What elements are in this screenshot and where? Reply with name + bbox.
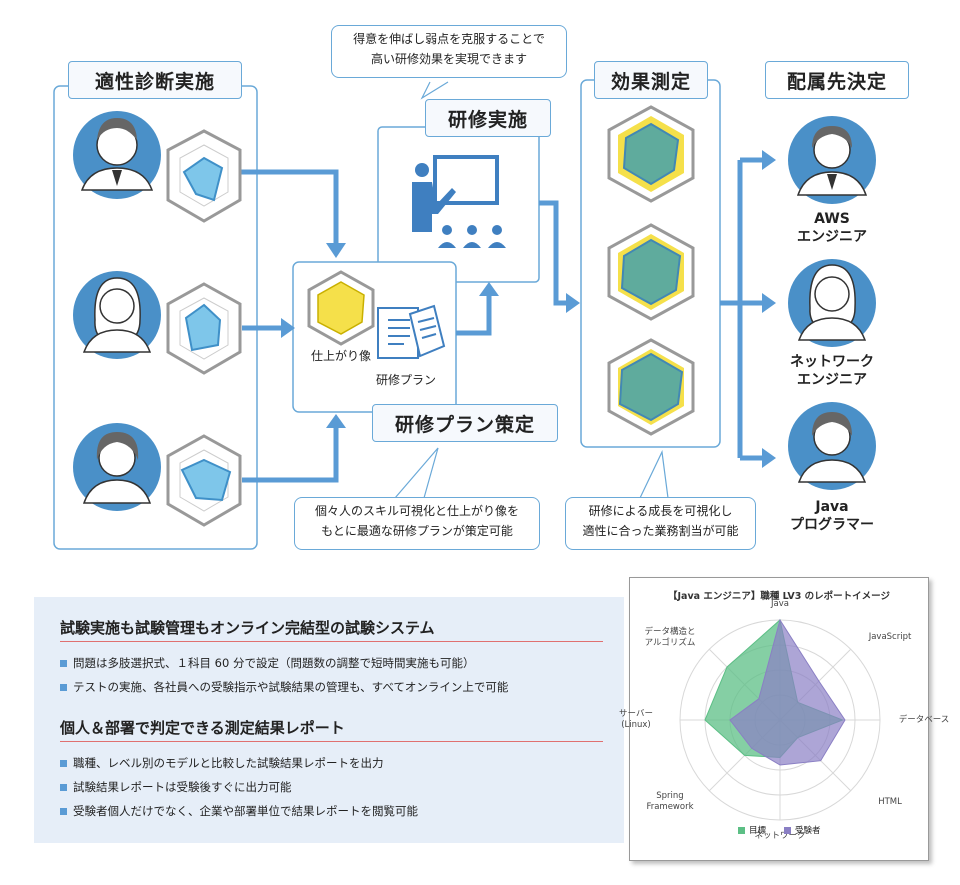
arrows-aptitude-to-plan [240,169,339,483]
section-2-bullet-2-text: 試験結果レポートは受験後すぐに出力可能 [73,780,292,794]
plan-title: 研修プラン策定 [372,404,558,442]
section-2-bullet-1-text: 職種、レベル別のモデルと比較した試験結果レポートを出力 [73,756,384,770]
role-java: Java プログラマー [772,498,892,534]
person-avatar-2 [73,271,161,359]
radar-axis-label: データベース [898,714,950,725]
role-network-line-1: ネットワーク [790,354,874,370]
plan-caption-doc: 研修プラン [376,373,437,387]
radar-axis-label: JavaScript [868,632,912,643]
role-network-line-2: エンジニア [797,372,867,388]
legend-target-label: 目標 [749,826,767,836]
role-aws: AWS エンジニア [772,210,892,246]
section-2-title: 個人＆部署で判定できる測定結果レポート [60,719,345,737]
radar-icon-3 [166,434,242,527]
callout-effect: 研修による成長を可視化し 適性に合った業務割当が可能 [565,497,756,550]
assign-title: 配属先決定 [765,61,909,99]
flow-diagram-graphics [53,79,876,550]
legend-item-target: 目標 [738,824,766,836]
section-1-bullet-1-text: 問題は多肢選択式、１科目 60 分で設定（問題数の調整で短時間実施も可能） [73,656,475,670]
person-avatar-1 [73,111,161,199]
radar-axis-label: HTML [878,796,902,807]
callout-top-line-2: 高い研修効果を実現できます [370,52,527,66]
section-2-bullet-3-text: 受験者個人だけでなく、企業や部署単位で結果レポートを閲覧可能 [73,804,418,818]
legend-item-examinee: 受験者 [784,824,821,836]
role-java-line-1: Java [815,499,849,515]
radar-axis-label: サーバー (Linux) [619,709,653,730]
effect-radar-2 [607,223,695,321]
lecture-icon [412,155,506,248]
radar-axis-label: Java [771,598,789,609]
callout-plan-line-1: 個々人のスキル可視化と仕上がり像を [314,504,519,518]
java-programmer-avatar [788,402,876,490]
callout-plan-line-2: もとに最適な研修プランが策定可能 [321,524,513,538]
callout-plan: 個々人のスキル可視化と仕上がり像を もとに最適な研修プランが策定可能 [294,497,540,550]
plan-document-icon [377,304,446,359]
section-1-bullet-2: テストの実施、各社員への受験指示や試験結果の管理も、すべてオンライン上で可能 [60,679,508,695]
section-1-bullet-1: 問題は多肢選択式、１科目 60 分で設定（問題数の調整で短時間実施も可能） [60,655,474,671]
section-2-bullet-2: 試験結果レポートは受験後すぐに出力可能 [60,779,292,795]
role-network: ネットワーク エンジニア [772,353,892,389]
radar-series-1 [729,618,846,766]
network-engineer-avatar [788,259,876,347]
legend: 目標 受験者 [738,824,821,836]
role-java-line-2: プログラマー [790,517,874,533]
section-1-rule [60,641,603,642]
radar-icon-1 [166,129,242,223]
report-title: 【Java エンジニア】職種 LV3 のレポートイメージ [668,591,890,602]
effect-radar-1 [607,105,695,203]
radar-axis-label: データ構造と アルゴリズム [644,626,696,648]
feature-panel: 試験実施も試験管理もオンライン完結型の試験システム 問題は多肢選択式、１科目 6… [34,597,624,843]
role-aws-line-2: エンジニア [797,229,867,245]
section-2-rule [60,741,603,742]
aws-engineer-avatar [788,116,876,204]
role-aws-line-1: AWS [814,211,850,227]
plan-caption-image: 仕上がり像 [311,349,372,363]
effect-title: 効果測定 [594,61,708,99]
section-2-bullet-3: 受験者個人だけでなく、企業や部署単位で結果レポートを閲覧可能 [60,803,418,819]
callout-top-line-1: 得意を伸ばし弱点を克服することで [353,32,545,46]
section-1-title: 試験実施も試験管理もオンライン完結型の試験システム [60,619,435,637]
training-title: 研修実施 [425,99,551,137]
effect-radar-3 [607,338,695,436]
section-1-bullet-2-text: テストの実施、各社員への受験指示や試験結果の管理も、すべてオンライン上で可能 [73,680,509,694]
radar-axis-label: ネットワーク [754,830,806,841]
callout-top: 得意を伸ばし弱点を克服することで 高い研修効果を実現できます [331,25,567,78]
callout-effect-line-1: 研修による成長を可視化し [588,504,733,518]
callout-effect-line-2: 適性に合った業務割当が可能 [582,524,739,538]
aptitude-title: 適性診断実施 [68,61,242,99]
person-avatar-3 [73,423,161,511]
section-2-bullet-1: 職種、レベル別のモデルと比較した試験結果レポートを出力 [60,755,384,771]
radar-chart [679,618,881,821]
radar-axis-label: Spring Framework [646,791,694,813]
legend-examinee-label: 受験者 [795,826,821,836]
target-radar-icon [307,270,375,346]
radar-icon-2 [166,282,242,375]
